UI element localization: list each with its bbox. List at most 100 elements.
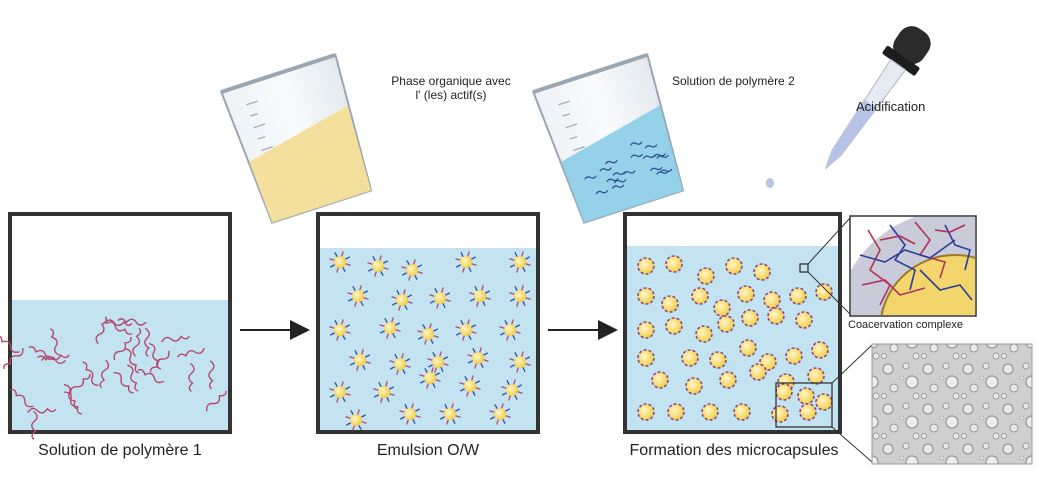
polymer-chain bbox=[99, 359, 110, 389]
oil-droplet bbox=[379, 317, 401, 339]
microcapsule bbox=[795, 311, 813, 329]
beaker-2-label: Emulsion O/W bbox=[376, 442, 480, 459]
oil-droplet bbox=[349, 349, 371, 371]
beaker-1-frame bbox=[8, 212, 232, 434]
microcapsule bbox=[695, 325, 713, 343]
oil-droplet bbox=[329, 319, 351, 341]
oil-droplet bbox=[399, 403, 421, 425]
microcapsule bbox=[709, 351, 727, 369]
organic-phase-line-2: l' (les) actif(s) bbox=[415, 88, 487, 102]
polymer-chain bbox=[27, 407, 57, 414]
polymer-chain bbox=[82, 361, 99, 387]
microcapsule bbox=[789, 287, 807, 305]
oil-droplet bbox=[501, 379, 523, 401]
drop bbox=[766, 178, 774, 188]
acidification-label: Acidification bbox=[856, 99, 926, 114]
polymer-chain bbox=[31, 410, 38, 440]
polymer-chain bbox=[3, 347, 24, 369]
polymer-chain bbox=[127, 364, 139, 392]
microcapsule bbox=[713, 299, 731, 317]
oil-droplet bbox=[455, 319, 477, 341]
oil-droplet bbox=[455, 251, 477, 273]
microcapsule bbox=[719, 371, 737, 389]
beaker-2-frame bbox=[316, 212, 540, 434]
microcapsule bbox=[681, 349, 699, 367]
microcapsule bbox=[637, 403, 655, 421]
microcapsule bbox=[725, 257, 743, 275]
microcapsule bbox=[665, 317, 683, 335]
polymer-chain bbox=[124, 348, 140, 374]
polymer-chain bbox=[103, 319, 133, 327]
microcapsule bbox=[661, 295, 679, 313]
polymer-chain bbox=[50, 328, 61, 356]
oil-droplet bbox=[345, 409, 367, 431]
organic-phase-line-1: Phase organique avec bbox=[391, 74, 511, 88]
oil-droplet bbox=[347, 285, 369, 307]
microcapsule bbox=[637, 257, 655, 275]
oil-droplets bbox=[329, 251, 531, 431]
polymer-chain bbox=[188, 362, 195, 393]
oil-droplet bbox=[329, 381, 351, 403]
microcapsule bbox=[785, 347, 803, 365]
polymer-chain bbox=[161, 335, 190, 343]
microcapsule bbox=[691, 287, 709, 305]
microcapsule bbox=[749, 363, 767, 381]
oil-droplet bbox=[367, 255, 389, 277]
polymer-chain bbox=[113, 336, 132, 361]
microcapsule bbox=[737, 285, 755, 303]
oil-droplet bbox=[429, 287, 451, 309]
polymer-chain bbox=[28, 346, 56, 361]
oil-droplet bbox=[439, 403, 461, 425]
oil-droplet bbox=[469, 285, 491, 307]
microcapsule bbox=[815, 393, 833, 411]
polymer-chain bbox=[206, 390, 227, 412]
magnifier-icon bbox=[807, 215, 977, 317]
polymer-chain bbox=[117, 318, 147, 326]
zoom-box-shell bbox=[799, 263, 809, 273]
oil-droplet bbox=[509, 285, 531, 307]
microcapsule bbox=[665, 255, 683, 273]
oil-droplet bbox=[419, 367, 441, 389]
polymer-chain bbox=[144, 327, 150, 357]
microcapsule bbox=[637, 349, 655, 367]
microcapsule bbox=[775, 383, 793, 401]
oil-droplet bbox=[329, 251, 351, 273]
oil-droplet bbox=[417, 323, 439, 345]
microcapsule bbox=[667, 403, 685, 421]
polymer-chain bbox=[0, 335, 20, 353]
polymer-chain bbox=[149, 350, 170, 373]
polymer-chain bbox=[105, 321, 133, 335]
oil-droplet bbox=[401, 259, 423, 281]
oil-droplet bbox=[459, 375, 481, 397]
oil-droplet bbox=[373, 381, 395, 403]
oil-droplet bbox=[391, 289, 413, 311]
microcapsule bbox=[763, 291, 781, 309]
microcapsule bbox=[771, 405, 789, 423]
polymer-chain bbox=[137, 368, 165, 384]
microcapsule bbox=[759, 353, 777, 371]
microcapsule bbox=[637, 287, 655, 305]
microcapsule bbox=[685, 377, 703, 395]
oil-droplet bbox=[489, 403, 511, 425]
microcapsule bbox=[651, 371, 669, 389]
beaker-3-frame bbox=[623, 212, 842, 434]
microcapsule bbox=[799, 403, 817, 421]
coacervation-label: Coacervation complexe bbox=[848, 319, 963, 331]
polymer-chain bbox=[132, 327, 142, 357]
beaker-1-label: Solution de polymère 1 bbox=[38, 442, 202, 459]
microcapsule bbox=[753, 263, 771, 281]
polymer-chain bbox=[177, 347, 205, 358]
beaker-3 bbox=[623, 212, 842, 434]
polymer-chain bbox=[10, 388, 34, 408]
polymer-2-label: Solution de polymère 2 bbox=[672, 74, 795, 88]
oil-droplet bbox=[509, 251, 531, 273]
microcapsule bbox=[701, 403, 719, 421]
oil-droplet bbox=[467, 347, 489, 369]
beaker-2 bbox=[316, 212, 540, 434]
beaker-icon bbox=[531, 52, 685, 224]
microscope-image bbox=[831, 343, 1033, 465]
polymer-chains bbox=[0, 316, 227, 440]
microcapsule bbox=[797, 387, 815, 405]
microcapsule bbox=[637, 321, 655, 339]
